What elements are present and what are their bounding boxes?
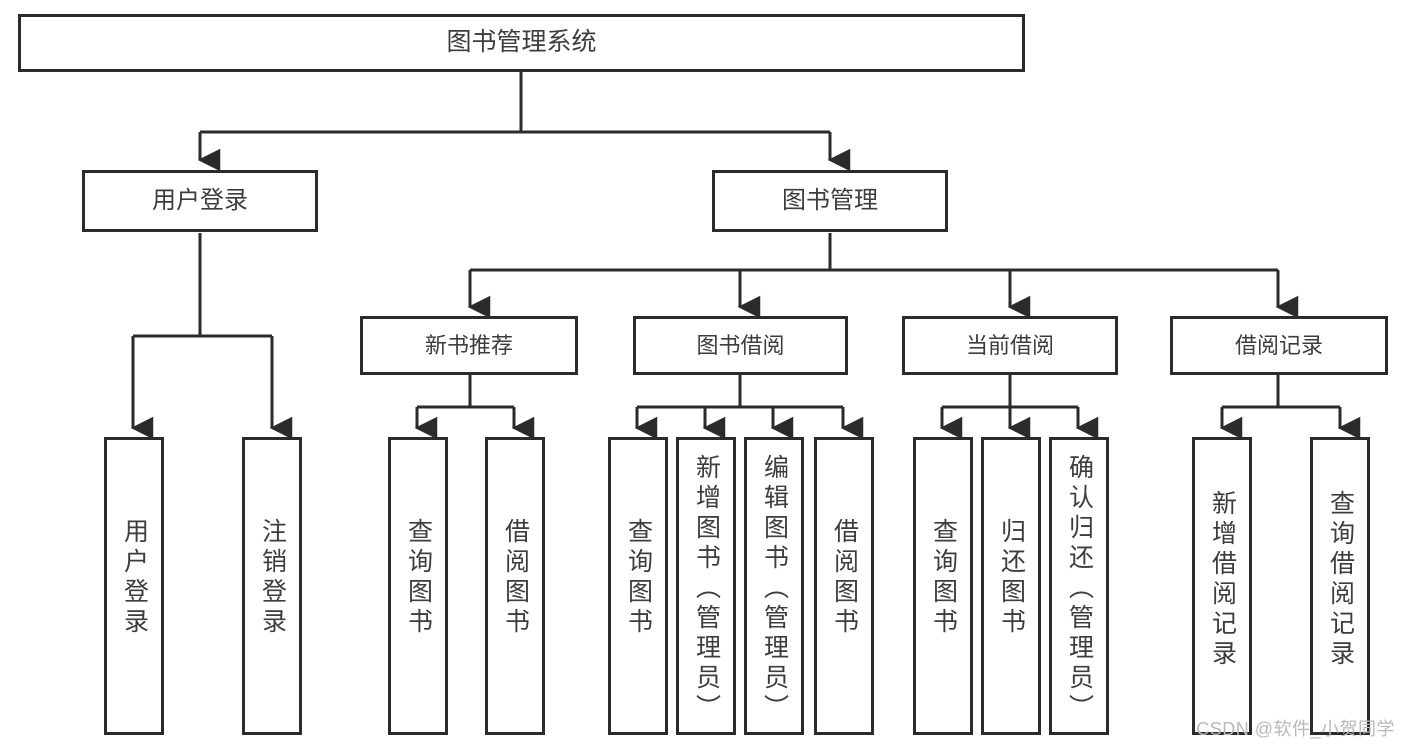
leaf-query-book-recommend[interactable]: 查询图书 xyxy=(388,437,448,735)
node-root-system[interactable]: 图书管理系统 xyxy=(18,14,1025,72)
node-book-management[interactable]: 图书管理 xyxy=(712,170,948,232)
node-label: 图书借阅 xyxy=(696,332,785,358)
node-borrow-record[interactable]: 借阅记录 xyxy=(1170,316,1388,375)
node-label: 查询借阅记录 xyxy=(1326,490,1355,670)
node-new-book-recommend[interactable]: 新书推荐 xyxy=(360,316,578,375)
node-current-borrow[interactable]: 当前借阅 xyxy=(902,316,1118,375)
leaf-return-book[interactable]: 归还图书 xyxy=(981,437,1041,735)
node-label: 归还图书 xyxy=(997,518,1026,638)
node-label: 借阅记录 xyxy=(1234,332,1323,358)
node-label: 编辑图书（管理员） xyxy=(760,454,789,724)
node-label: 查询图书 xyxy=(929,518,958,638)
node-label: 查询图书 xyxy=(404,518,433,638)
node-label: 确认归还（管理员） xyxy=(1065,454,1094,724)
leaf-query-book-borrow[interactable]: 查询图书 xyxy=(608,437,668,735)
leaf-query-book-current[interactable]: 查询图书 xyxy=(913,437,973,735)
node-label: 用户登录 xyxy=(152,187,248,214)
node-label: 新书推荐 xyxy=(424,332,513,358)
node-label: 借阅图书 xyxy=(501,518,530,638)
node-book-borrow[interactable]: 图书借阅 xyxy=(633,316,848,375)
leaf-add-borrow-record[interactable]: 新增借阅记录 xyxy=(1192,437,1252,735)
node-label: 当前借阅 xyxy=(965,332,1054,358)
node-user-login[interactable]: 用户登录 xyxy=(82,170,318,232)
node-label: 查询图书 xyxy=(624,518,653,638)
node-label: 图书管理 xyxy=(782,187,878,214)
leaf-user-login[interactable]: 用户登录 xyxy=(104,437,164,735)
leaf-confirm-return-admin[interactable]: 确认归还（管理员） xyxy=(1049,437,1109,735)
node-label: 注销登录 xyxy=(258,518,287,638)
leaf-user-logout[interactable]: 注销登录 xyxy=(242,437,302,735)
leaf-borrow-book[interactable]: 借阅图书 xyxy=(814,437,874,735)
node-label: 新增图书（管理员） xyxy=(692,454,721,724)
csdn-watermark: CSDN @软件_小贺同学 xyxy=(1196,719,1395,739)
node-label: 图书管理系统 xyxy=(446,28,597,57)
leaf-add-book-admin[interactable]: 新增图书（管理员） xyxy=(676,437,736,735)
leaf-edit-book-admin[interactable]: 编辑图书（管理员） xyxy=(744,437,804,735)
node-label: 新增借阅记录 xyxy=(1208,490,1237,670)
node-label: 借阅图书 xyxy=(830,518,859,638)
node-label: 用户登录 xyxy=(120,518,149,638)
leaf-query-borrow-record[interactable]: 查询借阅记录 xyxy=(1310,437,1370,735)
leaf-borrow-book-recommend[interactable]: 借阅图书 xyxy=(485,437,545,735)
